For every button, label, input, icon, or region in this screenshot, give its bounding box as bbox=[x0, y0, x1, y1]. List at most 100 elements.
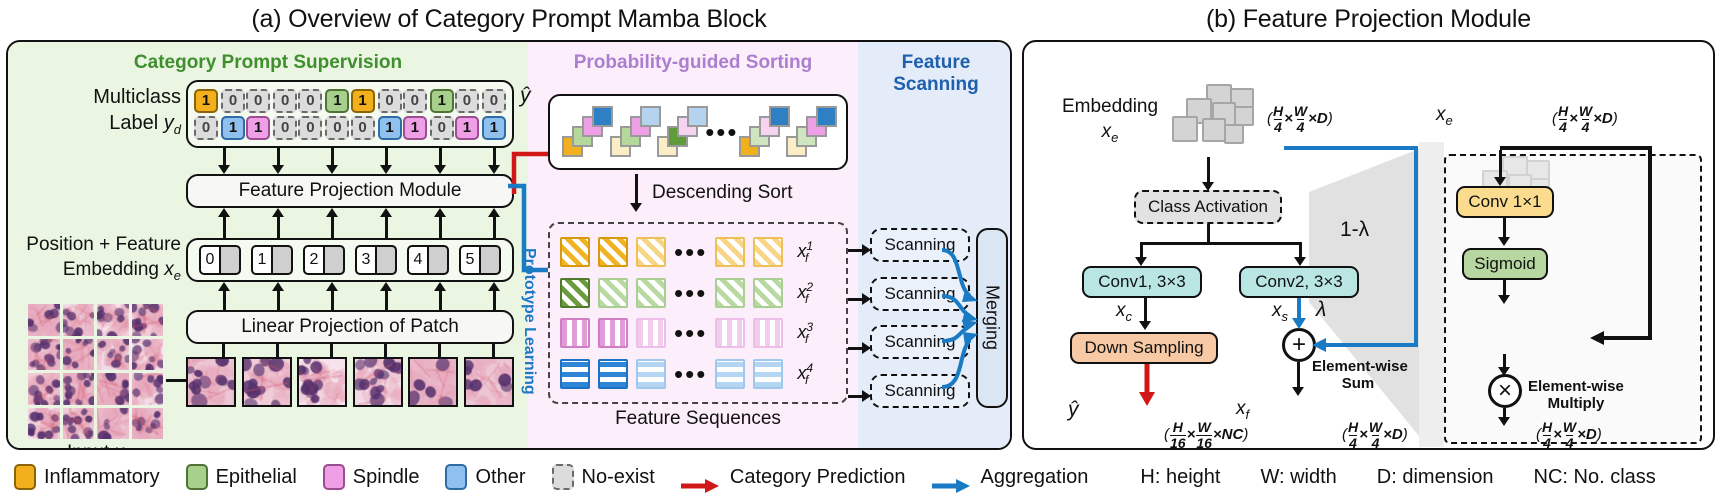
legend-label: No-exist bbox=[581, 465, 655, 488]
section-header-sorting: Probability-guided Sorting bbox=[573, 52, 813, 73]
legend-item: Epithelial bbox=[185, 464, 297, 490]
input-tile bbox=[62, 304, 94, 336]
conv2-box[interactable]: Conv2, 3×3 bbox=[1239, 266, 1359, 298]
image-patch bbox=[352, 357, 403, 407]
arrow-up bbox=[326, 282, 338, 310]
xf-label: xf bbox=[1236, 398, 1249, 422]
embedding-token: 1 bbox=[251, 245, 293, 275]
class-activation-box[interactable]: Class Activation bbox=[1134, 190, 1282, 224]
arrow-right bbox=[848, 244, 872, 257]
merging-box[interactable]: Merging bbox=[976, 228, 1008, 408]
multiclass-cell: 1 bbox=[350, 88, 375, 113]
down-sampling-box[interactable]: Down Sampling bbox=[1070, 332, 1218, 364]
embedding-token-index: 1 bbox=[251, 245, 273, 275]
input-tile bbox=[28, 304, 60, 336]
arrow-down bbox=[488, 148, 500, 174]
descending-sort-arrow bbox=[630, 174, 644, 214]
skip-connection-path bbox=[1500, 146, 1652, 345]
ellipsis: ••• bbox=[705, 117, 739, 147]
plus-glyph: + bbox=[1291, 331, 1306, 358]
input-tile bbox=[131, 373, 163, 405]
legend-item: Spindle bbox=[322, 464, 420, 490]
ellipsis: ••• bbox=[674, 358, 708, 389]
legend-label: Category Prediction bbox=[729, 465, 906, 488]
probability-chip-stack bbox=[786, 106, 838, 158]
xc-label: xc bbox=[1116, 300, 1132, 324]
input-tile bbox=[97, 373, 129, 405]
multiclass-cell: 1 bbox=[221, 115, 245, 140]
image-patch bbox=[463, 357, 514, 407]
feature-square bbox=[715, 237, 746, 268]
embedding-token-feature bbox=[325, 245, 345, 275]
scanning-box[interactable]: Scanning bbox=[870, 325, 970, 360]
conv1-box[interactable]: Conv1, 3×3 bbox=[1082, 266, 1202, 298]
legend-label: Spindle bbox=[352, 465, 420, 488]
lambda-label: λ bbox=[1316, 298, 1327, 321]
conv-1x1-box[interactable]: Conv 1×1 bbox=[1456, 186, 1554, 218]
feature-sequence-row: •••x4f bbox=[560, 358, 836, 389]
legend-item: Other bbox=[445, 464, 526, 490]
legend-abbreviation: NC: No. class bbox=[1533, 465, 1656, 488]
multiclass-cell: 0 bbox=[325, 115, 350, 140]
input-tile bbox=[131, 338, 163, 370]
sigmoid-box[interactable]: Sigmoid bbox=[1462, 248, 1548, 280]
multiclass-cell: 1 bbox=[402, 115, 427, 140]
legend-swatch bbox=[322, 464, 345, 490]
legend-label: Epithelial bbox=[215, 465, 297, 488]
input-x-label: Input x bbox=[28, 442, 163, 448]
probability-chip bbox=[816, 106, 838, 127]
y-hat-label-a: ŷ bbox=[520, 84, 531, 107]
embedding-token-index: 4 bbox=[407, 245, 429, 275]
xs-label: xs bbox=[1272, 300, 1288, 324]
connector-line bbox=[222, 344, 225, 358]
multiclass-cell: 0 bbox=[298, 115, 323, 140]
feature-square bbox=[598, 318, 628, 349]
feature-square bbox=[636, 277, 666, 308]
linear-projection-box[interactable]: Linear Projection of Patch bbox=[186, 310, 514, 344]
position-embedding-symbol: x bbox=[164, 259, 174, 280]
feature-projection-module-box[interactable]: Feature Projection Module bbox=[186, 174, 514, 208]
feature-square bbox=[753, 358, 784, 389]
xc-subscript: c bbox=[1125, 308, 1133, 324]
multiclass-label-subscript: d bbox=[173, 122, 181, 137]
arrow-up bbox=[488, 208, 500, 238]
arrow-stack-to-multiply bbox=[1498, 354, 1512, 378]
arrow-xe-to-conv1x1 bbox=[1494, 150, 1508, 188]
multiclass-cell: 0 bbox=[246, 88, 271, 113]
input-tile bbox=[62, 373, 94, 405]
legend-label: Aggregation bbox=[980, 465, 1089, 488]
arrow-up bbox=[434, 282, 446, 310]
prototype-learning-label: Prototype Learning bbox=[521, 248, 538, 395]
xs-subscript: s bbox=[1281, 308, 1289, 324]
xs-symbol: x bbox=[1272, 300, 1282, 321]
feature-square bbox=[560, 277, 590, 308]
feature-square bbox=[753, 237, 784, 268]
element-wise-multiply-operator: × bbox=[1488, 374, 1522, 408]
input-tile bbox=[131, 304, 163, 336]
feature-square bbox=[598, 358, 628, 389]
feature-sequence-row: •••x1f bbox=[560, 237, 836, 268]
arrows-tokens-to-fpm bbox=[186, 208, 514, 238]
multiclass-cell: 0 bbox=[377, 88, 402, 113]
input-symbol: x bbox=[115, 442, 125, 448]
input-tile bbox=[62, 407, 94, 439]
legend-swatch bbox=[14, 464, 36, 490]
xe-right-label: xe bbox=[1436, 104, 1453, 128]
legend-item: Aggregation bbox=[931, 465, 1089, 493]
multiclass-label-text: Multiclass Label yd bbox=[26, 84, 181, 143]
multiclass-cell: 0 bbox=[429, 115, 454, 140]
blue-merge-curves bbox=[941, 248, 978, 389]
arrow-up bbox=[218, 282, 230, 310]
